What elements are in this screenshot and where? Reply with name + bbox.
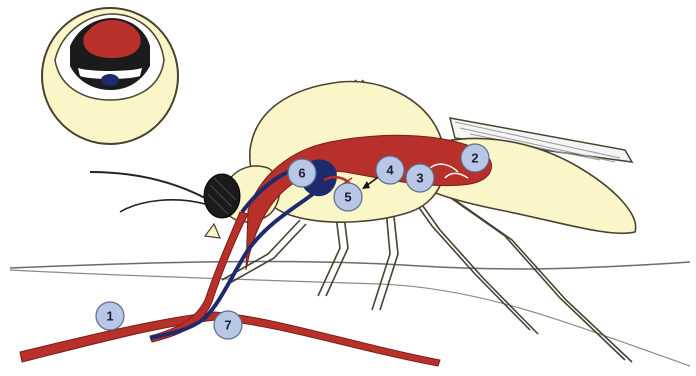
cross-section-inset <box>42 8 178 144</box>
marker-3: 3 <box>406 164 434 192</box>
marker-2-label: 2 <box>471 151 478 166</box>
marker-5-label: 5 <box>344 190 351 205</box>
marker-4: 4 <box>376 156 404 184</box>
marker-6-label: 6 <box>298 166 305 181</box>
marker-7-label: 7 <box>224 318 231 333</box>
marker-1-label: 1 <box>106 309 113 324</box>
antenna <box>90 172 205 198</box>
marker-6: 6 <box>288 159 316 187</box>
marker-5: 5 <box>334 183 362 211</box>
marker-2: 2 <box>461 144 489 172</box>
marker-1: 1 <box>96 302 124 330</box>
compound-eye <box>204 174 240 218</box>
marker-3-label: 3 <box>416 171 423 186</box>
marker-7: 7 <box>214 311 242 339</box>
marker-4-label: 4 <box>386 163 394 178</box>
